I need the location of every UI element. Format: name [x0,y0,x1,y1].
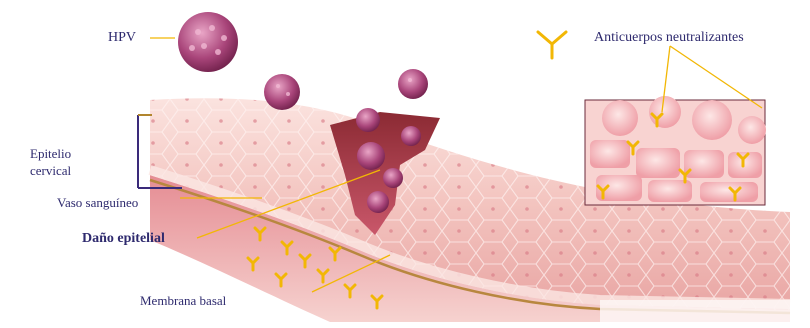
antibodies-label: Anticuerpos neutralizantes [594,30,744,46]
blood-vessel-label: Vaso sanguíneo [57,195,138,211]
basement-membrane-label: Membrana basal [140,293,226,309]
epithelium-label-line2: cervical [30,163,71,179]
hpv-label: HPV [108,30,136,46]
epithelium-label-line1: Epitelio [30,146,71,162]
epithelial-damage-label: Daño epitelial [82,231,165,247]
